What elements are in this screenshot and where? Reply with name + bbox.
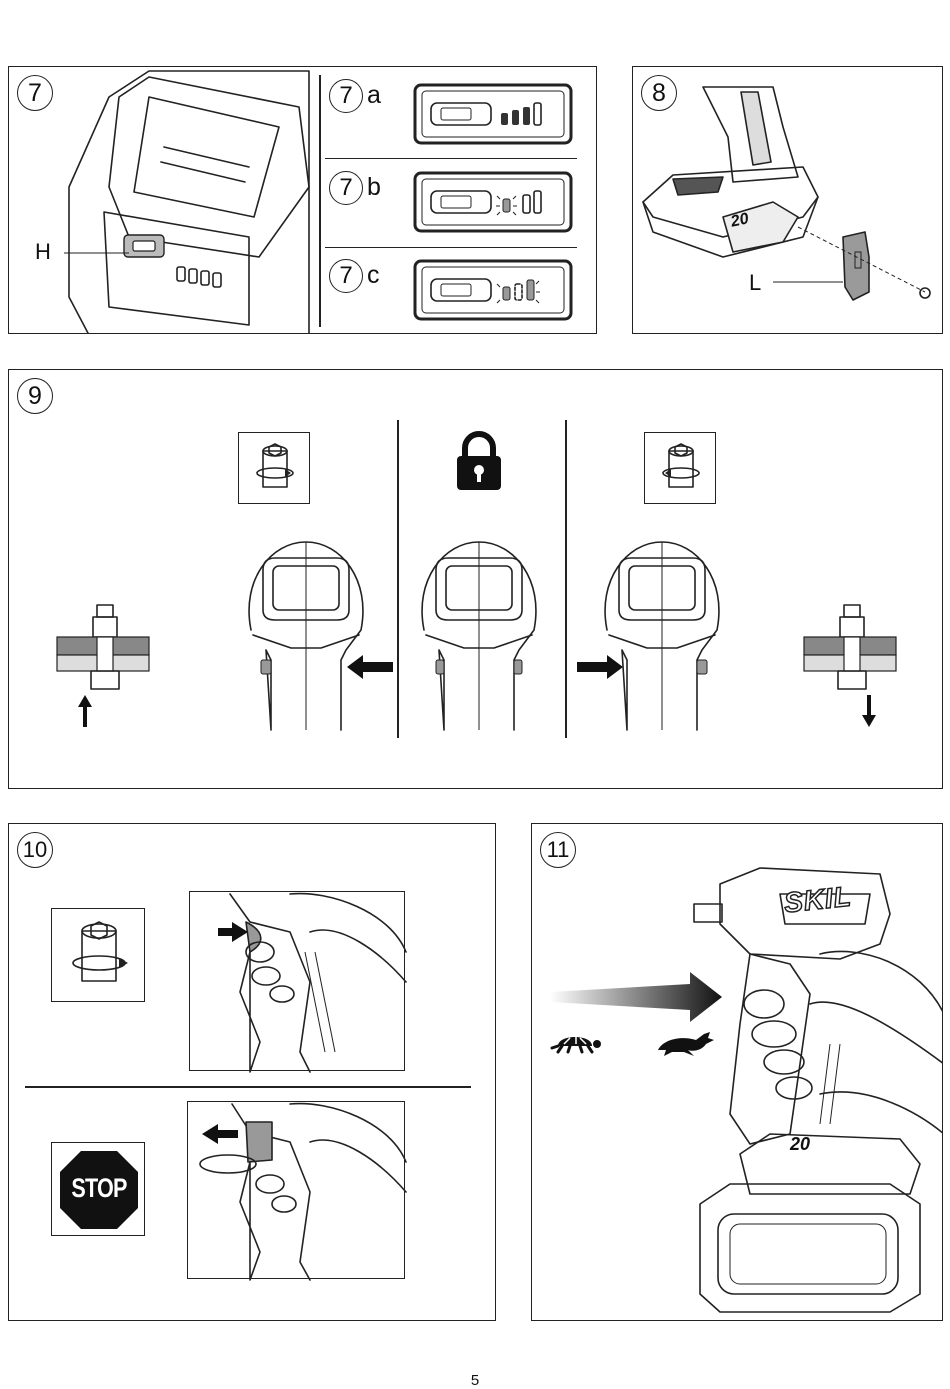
turtle-icon (550, 1030, 602, 1054)
socket-rotate-clockwise-icon (51, 908, 145, 1002)
figure-7-divider-vertical (319, 75, 321, 327)
figure-11-number: 11 (540, 832, 576, 868)
figure-9-divider-right (565, 420, 567, 738)
callout-l-label: L (749, 270, 761, 296)
figure-9-divider-left (397, 420, 399, 738)
fuel-gauge-7a (413, 83, 573, 145)
figure-7-panel: 7 H 7 a 7 b (8, 66, 597, 334)
impact-driver-grip-illustration (690, 864, 943, 1314)
figure-9-panel: 9 (8, 369, 943, 789)
figure-10-number: 10 (17, 832, 53, 868)
callout-h-label: H (35, 239, 51, 265)
figure-7-divider-1 (325, 158, 577, 159)
trigger-release-illustration (187, 1101, 405, 1279)
figure-7c-number: 7 (329, 259, 363, 293)
bolt-loosen-illustration (804, 605, 900, 730)
page-number: 5 (0, 1372, 950, 1389)
figure-7b-number: 7 (329, 171, 363, 205)
padlock-icon (455, 430, 503, 492)
figure-7-divider-2 (325, 247, 577, 248)
tool-base-clip-illustration (633, 67, 943, 334)
battery-badge: 20 (790, 1134, 810, 1155)
tool-base-badge: 20 (729, 210, 750, 231)
bolt-tighten-illustration (57, 605, 153, 730)
figure-7a-number: 7 (329, 79, 363, 113)
figure-8-panel: 8 20 L (632, 66, 943, 334)
battery-pack-illustration (9, 67, 319, 334)
stop-sign-icon: STOP (51, 1142, 145, 1236)
tool-head-reverse (597, 540, 727, 730)
socket-rotate-clockwise-icon (238, 432, 310, 504)
figure-7b-suffix: b (367, 173, 381, 202)
tool-head-forward (241, 540, 371, 730)
stop-sign-text: STOP (61, 1173, 136, 1204)
socket-rotate-counterclockwise-icon (644, 432, 716, 504)
fuel-gauge-7c (413, 259, 573, 321)
tool-head-locked (414, 540, 544, 730)
figure-7a-suffix: a (367, 81, 381, 110)
figure-11-panel: 11 SKIL 20 (531, 823, 943, 1321)
arrow-right-icon (575, 655, 623, 679)
figure-7c-suffix: c (367, 261, 380, 290)
arrow-left-icon (347, 655, 395, 679)
figure-10-divider (25, 1086, 471, 1088)
figure-9-number: 9 (17, 378, 53, 414)
figure-10-panel: 10 STOP (8, 823, 496, 1321)
trigger-press-illustration (189, 891, 405, 1071)
fuel-gauge-7b (413, 171, 573, 233)
